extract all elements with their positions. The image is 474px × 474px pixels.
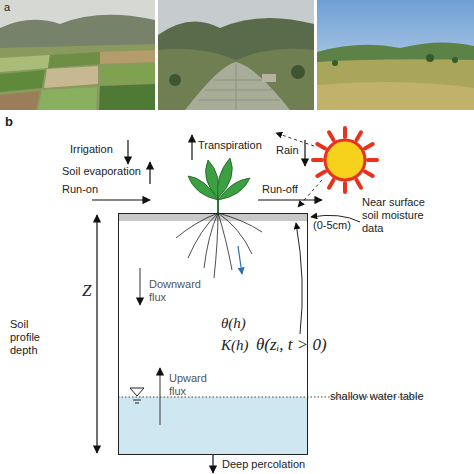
water-table-symbol [133, 400, 141, 403]
root-uptake-arrow [238, 246, 242, 274]
downward-flux-arrow [139, 268, 140, 305]
rain-arrow [304, 140, 305, 166]
flux-label: Rain [276, 144, 299, 157]
variable-label: θ(zᵢ, t > 0) [256, 335, 327, 355]
runon-arrow [92, 199, 150, 200]
photo-field [48, 52, 100, 68]
sun-ray [329, 180, 334, 188]
photo-tree [452, 57, 458, 63]
depth-arrow [96, 215, 97, 453]
sun-ray [357, 180, 362, 188]
flux-label: Downward flux [149, 278, 205, 304]
saturated-zone [118, 397, 308, 455]
variable-label: K(h) [221, 336, 249, 354]
transpiration-arrow [191, 135, 192, 160]
flux-label: Transpiration [198, 139, 262, 152]
photo-field [100, 50, 155, 64]
flux-label: Upward flux [169, 372, 219, 398]
photo-village [262, 74, 276, 82]
photo-ground [0, 44, 155, 110]
photo-tree [291, 65, 305, 79]
panel-letter: b [5, 114, 13, 130]
water-table-label: shallow water table [330, 390, 424, 403]
photo-sky [0, 0, 155, 110]
sun-ray [365, 144, 373, 149]
sun-ray [317, 144, 325, 149]
sun-ray [357, 132, 362, 140]
photo-paddies [185, 62, 290, 110]
sun-ray [365, 172, 373, 177]
flux-label: Irrigation [70, 143, 113, 156]
plant-leaf [218, 158, 233, 198]
leader-line [296, 223, 302, 334]
sun-ray [317, 172, 325, 177]
surface-layer [118, 213, 308, 221]
photo-tree [426, 54, 434, 62]
sun-ray [313, 158, 322, 162]
percolation-arrow [212, 455, 213, 473]
flux-label: Run-on [62, 183, 98, 196]
irrigation-arrow [127, 140, 128, 164]
sun-ray [343, 128, 347, 137]
photo-grass [317, 82, 474, 110]
photo-field [102, 64, 155, 84]
variable-label: θ(h) [221, 314, 246, 332]
photo-field [44, 66, 98, 88]
sun-rays [313, 128, 377, 192]
photo-grass [317, 59, 474, 110]
flux-label: Deep percolation [222, 458, 305, 471]
runoff-arrow [258, 199, 322, 200]
sun-disc [325, 140, 365, 180]
photo-field [0, 70, 45, 92]
photo-tree [169, 74, 181, 86]
plant-leaf [206, 160, 219, 198]
photo-field [99, 84, 155, 110]
photo-field [0, 55, 50, 72]
sun-ray [368, 158, 377, 162]
plant-roots [176, 213, 262, 278]
soil-column: Downward flux θ(h) K(h)Upward flux [118, 213, 308, 455]
photo-sky [158, 0, 314, 110]
flux-label: Soil evaporation [62, 165, 141, 178]
photo-field [38, 87, 97, 110]
panel-letter: a [4, 1, 10, 14]
photo-field [0, 91, 40, 110]
evaporation-arrow [149, 162, 150, 184]
flux-label: Run-off [262, 183, 298, 196]
photo-sky [317, 0, 474, 110]
photo-slopes [158, 49, 314, 110]
depth-note: (0-5cm) [313, 219, 351, 232]
photo-paddy-lines [198, 64, 280, 110]
data-note: Near surface soil moisture data [362, 196, 444, 235]
radiation-arrow [298, 180, 322, 207]
photo-tree [332, 60, 338, 66]
axis-symbol: Z [82, 281, 91, 301]
water-table-symbol [130, 388, 144, 396]
sun-ray [343, 183, 347, 192]
sun-ray [329, 132, 334, 140]
axis-label: Soil profile depth [10, 318, 56, 357]
